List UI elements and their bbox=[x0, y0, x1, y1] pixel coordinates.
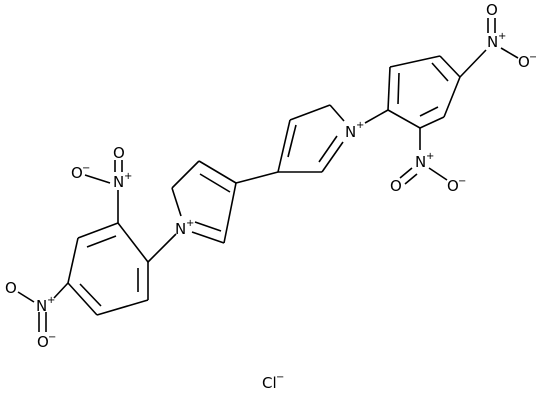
charge-chloride: − bbox=[276, 372, 284, 383]
bond bbox=[399, 167, 413, 179]
bond bbox=[500, 47, 519, 59]
bond bbox=[389, 55, 441, 68]
chloride-counterion: Cl bbox=[262, 374, 277, 392]
bond bbox=[277, 119, 291, 173]
atom-oxygen: O bbox=[5, 279, 17, 297]
bond bbox=[17, 291, 35, 303]
bond bbox=[67, 282, 98, 316]
atom-nitro-n: N bbox=[113, 173, 124, 191]
bond bbox=[96, 299, 149, 316]
atom-nitro-n: N bbox=[415, 153, 426, 171]
bond bbox=[171, 160, 200, 189]
bond bbox=[364, 109, 389, 124]
bond bbox=[191, 231, 225, 244]
bond bbox=[198, 160, 237, 184]
bond bbox=[223, 182, 237, 244]
bond bbox=[459, 49, 487, 78]
charge-nitro-n: + bbox=[498, 31, 506, 42]
bond bbox=[147, 233, 177, 263]
bond bbox=[404, 173, 418, 185]
bond bbox=[443, 76, 461, 118]
bond bbox=[86, 235, 117, 248]
atom-n-plus-right: N bbox=[345, 123, 356, 141]
charge-nitro-n: + bbox=[47, 295, 55, 306]
bond bbox=[117, 222, 149, 263]
bond bbox=[431, 62, 449, 82]
atom-nitro-n: N bbox=[36, 297, 47, 315]
charge-oxygen: − bbox=[529, 52, 536, 63]
charge-oxygen: − bbox=[458, 176, 466, 187]
charge-oxygen: − bbox=[48, 332, 56, 343]
atom-labels: N + N + N + O O − N + O O − N + O O − N … bbox=[5, 1, 536, 392]
atom-oxygen-minus: O bbox=[447, 177, 459, 195]
bond bbox=[84, 174, 111, 184]
charge-nitro-n: + bbox=[124, 171, 132, 182]
bond-lines bbox=[17, 18, 519, 332]
bond bbox=[67, 237, 79, 284]
atom-oxygen: O bbox=[486, 1, 498, 19]
atom-nitro-n: N bbox=[487, 33, 498, 51]
bond bbox=[419, 106, 439, 117]
bond bbox=[53, 282, 69, 299]
bond bbox=[235, 171, 279, 184]
bond bbox=[321, 141, 344, 173]
bond bbox=[199, 173, 231, 193]
bond bbox=[419, 116, 445, 129]
charge-right-ring-n: + bbox=[356, 120, 364, 131]
bond bbox=[287, 124, 297, 158]
bond bbox=[397, 72, 400, 105]
bond bbox=[289, 104, 331, 121]
bond bbox=[329, 104, 345, 122]
charge-nitro-n: + bbox=[426, 151, 434, 162]
bond bbox=[387, 109, 421, 129]
atom-oxygen-minus: O bbox=[37, 333, 49, 351]
bond bbox=[428, 167, 448, 181]
bond bbox=[387, 66, 391, 111]
bond bbox=[439, 55, 461, 78]
atom-n-plus-left: N bbox=[175, 220, 186, 238]
bond bbox=[77, 222, 119, 239]
bond bbox=[171, 187, 182, 217]
atom-oxygen: O bbox=[390, 177, 402, 195]
charge-oxygen: − bbox=[82, 163, 90, 174]
bond bbox=[194, 221, 222, 232]
bond bbox=[318, 135, 338, 163]
atom-oxygen-minus: O bbox=[71, 164, 83, 182]
atom-oxygen-minus: O bbox=[518, 53, 530, 71]
bond bbox=[79, 283, 102, 307]
charge-left-ring-n: + bbox=[186, 218, 194, 229]
atom-oxygen: O bbox=[113, 144, 125, 162]
